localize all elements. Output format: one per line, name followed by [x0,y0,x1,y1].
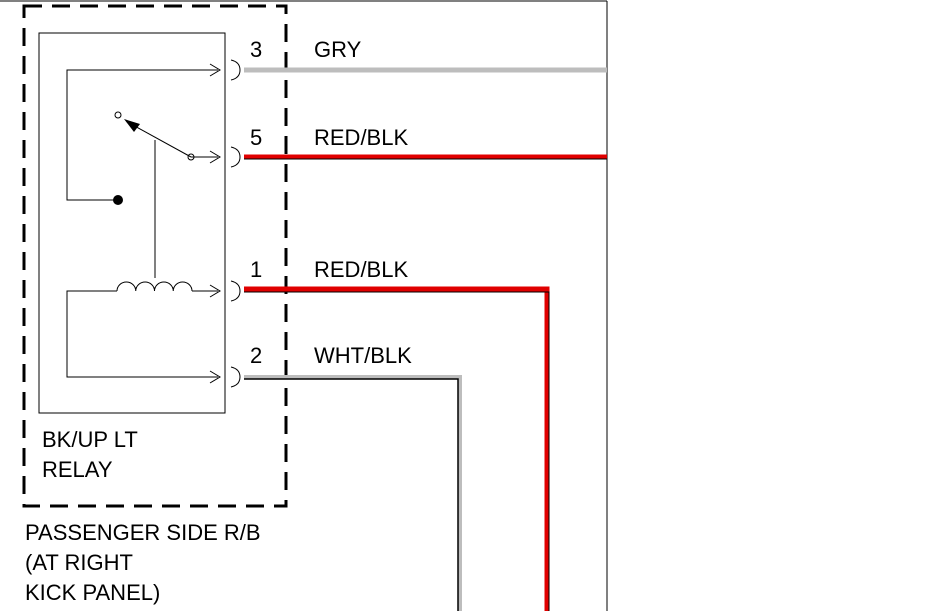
switch-open-contact [114,111,122,119]
pin1-connector [230,280,241,302]
common-terminal-dot [113,195,123,205]
pin1-arrow [209,284,221,298]
location-label-line3: KICK PANEL) [25,580,160,605]
switch-arm [130,123,192,158]
pin-number-2: 2 [250,343,262,368]
pin5-connector [230,146,241,168]
wire-label-red-blk-1: RED/BLK [314,257,408,282]
pin-number-3: 3 [250,37,262,62]
pin5-arrow [209,150,221,164]
wire-wht-blk [244,375,462,611]
pin-number-1: 1 [250,257,262,282]
wire-wht-blk-tracer [244,378,459,611]
pin3-connector [230,59,241,81]
pin2-arrow [209,370,221,384]
relay-box-boundary [22,4,288,508]
wire-label-red-blk-5: RED/BLK [314,125,408,150]
wire-label-gry: GRY [314,37,362,62]
switch-arm-arrowhead [124,119,140,132]
wire-label-wht-blk: WHT/BLK [314,343,412,368]
pin3-arrow [209,63,221,77]
relay-label-line1: BK/UP LT [42,427,138,452]
wire-red-blk-pin1 [244,286,550,611]
location-label-line2: (AT RIGHT [25,550,133,575]
location-label-line1: PASSENGER SIDE R/B [25,520,261,545]
relay-body [38,32,226,414]
pin2-connector [230,366,241,388]
wire-red-blk-pin1-tracer [244,291,550,611]
relay-coil [116,281,193,292]
switch-common-wire [66,69,218,201]
pin-number-5: 5 [250,125,262,150]
coil-left-lead [66,290,218,378]
relay-label-line2: RELAY [42,457,113,482]
